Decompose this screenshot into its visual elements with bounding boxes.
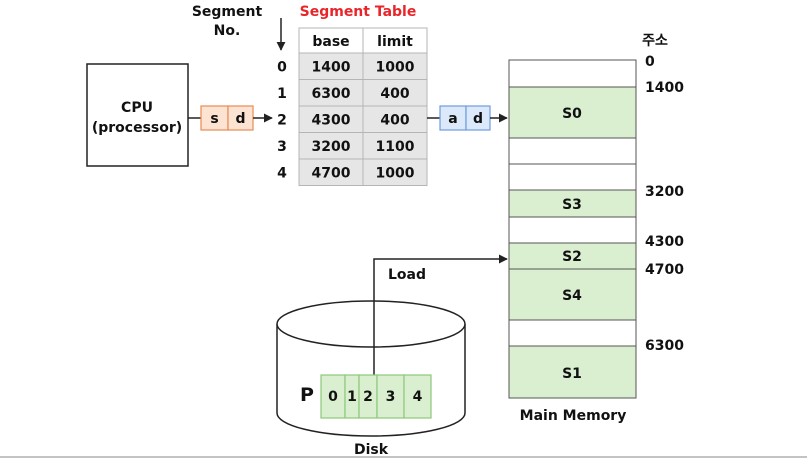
- table-cell-limit-2: [362, 105, 428, 133]
- table-index-labels: 0 1 2 3 4: [277, 59, 287, 181]
- memory-block-free-top: [508, 59, 637, 88]
- table-cell-limit-3: [362, 132, 428, 160]
- segment-index-1: 1: [277, 86, 287, 102]
- memory-segment-s1: S1: [562, 366, 582, 382]
- process-cell-4: [403, 374, 432, 419]
- memory-block-s1: [508, 345, 637, 399]
- table-value-base-1: 6300: [312, 86, 351, 102]
- segment-index-0: 0: [277, 59, 287, 75]
- segment-table-title: Segment Table: [300, 4, 417, 20]
- address-label-0: 0: [645, 54, 655, 70]
- memory-segment-s0: S0: [562, 106, 582, 122]
- process-cell-3-label: 3: [386, 389, 396, 405]
- process-cell-2-label: 2: [363, 389, 373, 405]
- process-cell-1-label: 1: [347, 389, 357, 405]
- memory-block-free-4: [508, 319, 637, 347]
- process-cell-3: [376, 374, 405, 419]
- memory-segment-s3: S3: [562, 197, 582, 213]
- table-header-base-text: base: [312, 34, 349, 50]
- logical-address-d: d: [235, 111, 245, 127]
- address-label-4700: 4700: [645, 262, 684, 278]
- disk-top: [276, 300, 466, 348]
- physical-address-d: d: [473, 111, 483, 127]
- table-rows: 1400 1000 6300 400 4300 400 3200 1100 4700 1000: [298, 52, 428, 186]
- memory-block-s4: [508, 268, 637, 321]
- table-value-limit-3: 1100: [376, 139, 415, 155]
- process-label: P: [300, 384, 314, 406]
- segment-no-label-line1: Segment: [192, 4, 263, 20]
- table-header-limit: [362, 27, 428, 54]
- process-cell-4-label: 4: [413, 389, 423, 405]
- memory-block-s0: [508, 86, 637, 139]
- main-memory: S0 S3 S2 S4 S1: [508, 59, 637, 399]
- address-label-6300: 6300: [645, 338, 684, 354]
- cpu-label-line2: (processor): [92, 120, 182, 136]
- address-label-4300: 4300: [645, 234, 684, 250]
- table-value-base-0: 1400: [312, 59, 351, 75]
- table-header-limit-text: limit: [377, 34, 413, 50]
- logical-address-s: s: [210, 111, 218, 127]
- memory-segment-s4: S4: [562, 288, 582, 304]
- physical-address-a: a: [448, 111, 457, 127]
- load-label: Load: [388, 267, 426, 283]
- cpu-label-line1: CPU: [121, 100, 153, 116]
- memory-segment-s2: S2: [562, 249, 582, 265]
- table-value-limit-1: 400: [380, 86, 409, 102]
- segment-no-label-line2: No.: [214, 23, 241, 39]
- load-arrow: [373, 254, 508, 385]
- table-value-base-2: 4300: [312, 112, 351, 128]
- segment-index-3: 3: [277, 139, 287, 155]
- process-cell-0-label: 0: [328, 389, 338, 405]
- memory-block-free-3: [508, 216, 637, 244]
- process-cell-0: [320, 374, 346, 419]
- segment-index-4: 4: [277, 165, 287, 181]
- table-value-limit-4: 1000: [376, 165, 415, 181]
- table-cell-limit-4: [362, 158, 428, 186]
- memory-block-free-2: [508, 163, 637, 191]
- address-label-3200: 3200: [645, 184, 684, 200]
- table-value-limit-0: 1000: [376, 59, 415, 75]
- table-cell-limit-1: [362, 79, 428, 107]
- memory-address-header: 주소: [642, 33, 668, 49]
- memory-block-s3: [508, 189, 637, 218]
- segment-index-2: 2: [277, 112, 287, 128]
- disk-caption: Disk: [354, 442, 389, 458]
- memory-block-free-1: [508, 137, 637, 165]
- logical-address-s-cell: [200, 105, 229, 131]
- cpu-box: [86, 63, 189, 167]
- table-value-limit-2: 400: [380, 112, 409, 128]
- table-cell-base-3: [298, 132, 364, 160]
- table-cell-base-4: [298, 158, 364, 186]
- memory-caption: Main Memory: [520, 408, 627, 424]
- table-value-base-4: 4700: [312, 165, 351, 181]
- memory-block-s2: [508, 242, 637, 270]
- logical-address-d-cell: [227, 105, 254, 131]
- address-label-1400: 1400: [645, 80, 684, 96]
- table-value-base-3: 3200: [312, 139, 351, 155]
